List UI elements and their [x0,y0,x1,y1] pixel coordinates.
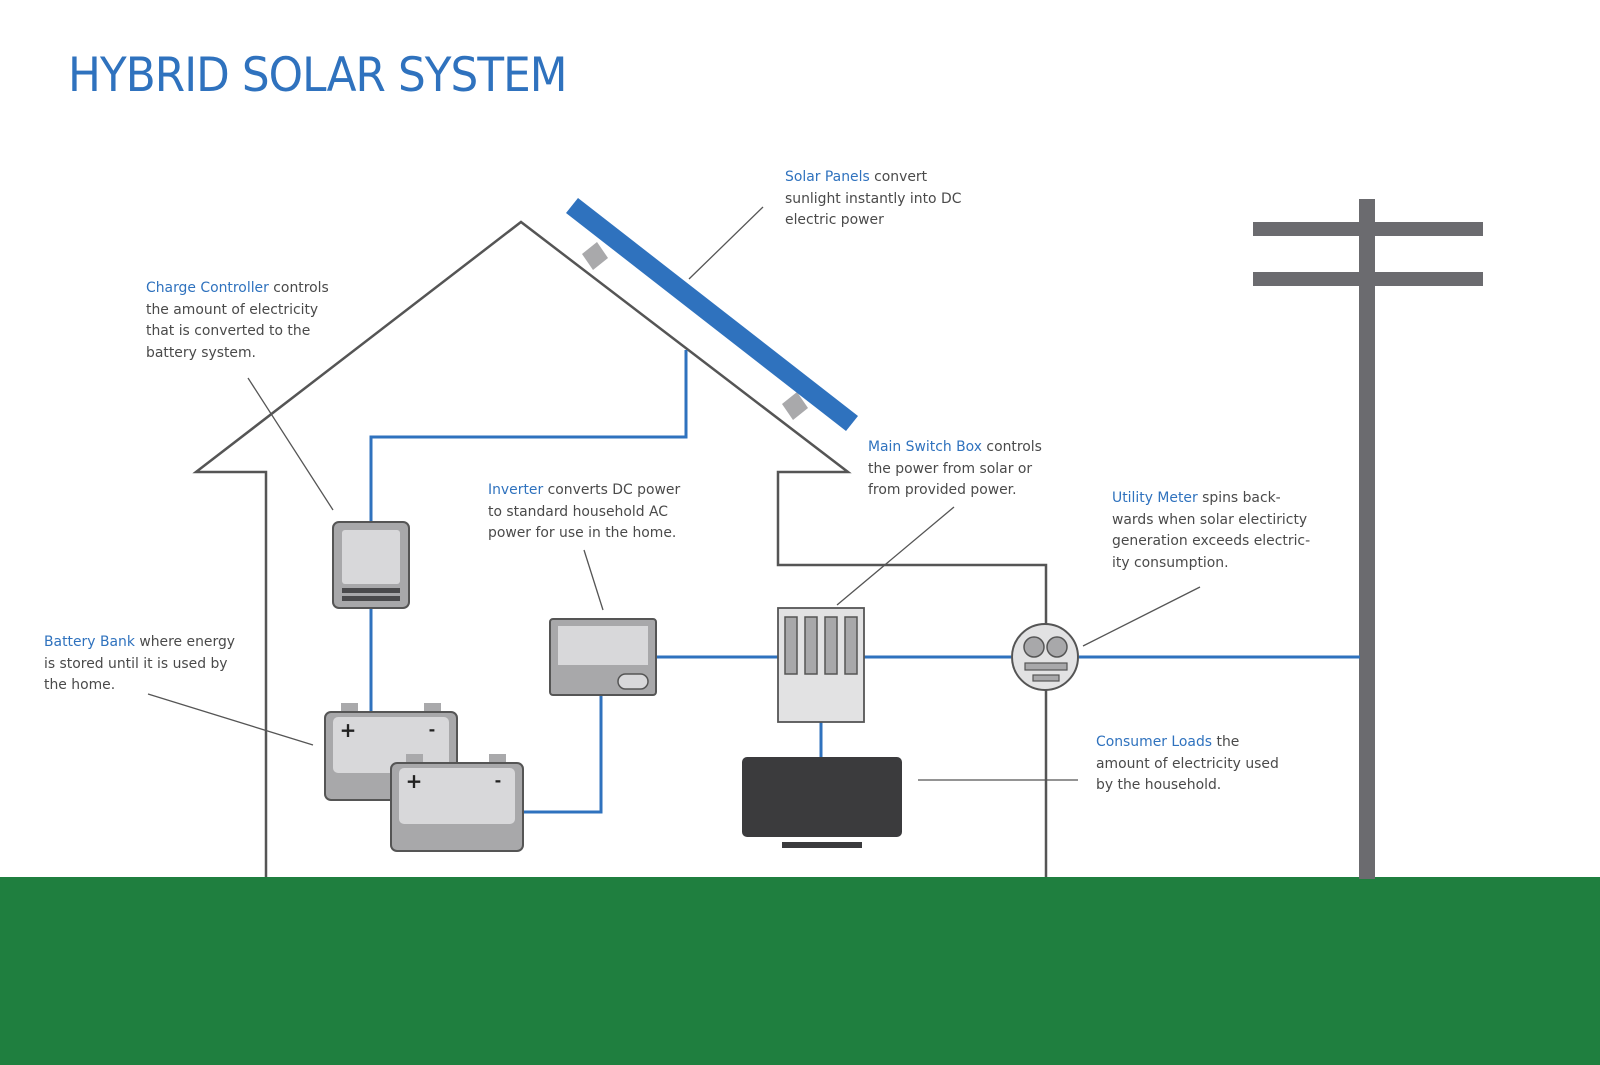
battery-1-negative: - [429,720,436,739]
callout-consumer-loads: Consumer Loads the amount of electricity… [1096,732,1279,797]
term-utility-meter: Utility Meter [1112,490,1198,506]
callout-inverter: Inverter converts DC power to standard h… [488,480,680,545]
inverter-device [549,618,657,696]
callout-text: amount of electricity used [1096,755,1279,772]
ground [0,877,1600,1065]
callout-text: convert [869,169,928,185]
battery-2-negative: - [495,771,502,790]
wire-panel-to-controller [369,350,688,522]
leader-solar-panels [688,206,764,280]
battery-1-positive: + [340,718,357,742]
callout-text: the amount of electricity [146,301,319,318]
term-inverter: Inverter [488,482,544,498]
callout-main-switch-box: Main Switch Box controls the power from … [868,437,1042,502]
term-consumer-loads: Consumer Loads [1096,734,1213,750]
callout-solar-panels: Solar Panels convert sunlight instantly … [785,167,961,232]
leader-main-switch-box [836,506,955,606]
callout-text: to standard household AC [488,503,669,520]
callout-text: generation exceeds electric- [1112,533,1311,549]
battery-2: + - [390,754,524,852]
leader-lines [147,206,1201,781]
callout-text: the home. [44,677,116,693]
solar-panel [566,198,858,431]
television-consumer-load [742,757,902,848]
term-solar-panels: Solar Panels [785,169,870,185]
leader-battery-bank [147,693,314,746]
callout-text: that is converted to the [146,323,311,339]
utility-meter-device [1011,623,1079,691]
callout-text: spins back- [1197,490,1281,506]
callout-utility-meter: Utility Meter spins back- wards when sol… [1112,488,1310,574]
callout-text: by the household. [1096,777,1222,793]
callout-text: the [1212,734,1240,750]
leader-utility-meter [1082,586,1201,647]
main-switch-box-device [777,607,865,723]
callout-text: battery system. [146,344,256,361]
term-charge-controller: Charge Controller [146,280,269,296]
wire-battery-to-inverter [522,695,603,814]
term-main-switch-box: Main Switch Box [868,439,982,455]
callout-text: controls [981,439,1042,455]
callout-text: wards when solar electiricty [1112,511,1308,528]
callout-text: converts DC power [543,482,681,498]
callout-text: controls [268,280,329,296]
callout-text: the power from solar or [868,460,1033,477]
callout-text: where energy [134,634,236,650]
leader-inverter [583,549,604,611]
leader-charge-controller [247,377,334,511]
battery-2-positive: + [406,769,423,793]
callout-text: power for use in the home. [488,525,677,541]
callout-text: ity consumption. [1112,554,1229,571]
callout-text: is stored until it is used by [44,655,228,672]
charge-controller-device [332,521,410,609]
callout-text: electric power [785,212,884,228]
term-battery-bank: Battery Bank [44,634,135,650]
house-outline [192,220,1048,877]
callout-charge-controller: Charge Controller controls the amount of… [146,278,329,364]
page-title: HYBRID SOLAR SYSTEM [68,48,568,103]
callout-text: from provided power. [868,482,1017,498]
wiring [369,350,1360,814]
callout-text: sunlight instantly into DC [785,190,962,207]
panel-mount-brackets [582,242,808,420]
callout-battery-bank: Battery Bank where energy is stored unti… [44,632,235,697]
utility-pole [1253,199,1483,879]
